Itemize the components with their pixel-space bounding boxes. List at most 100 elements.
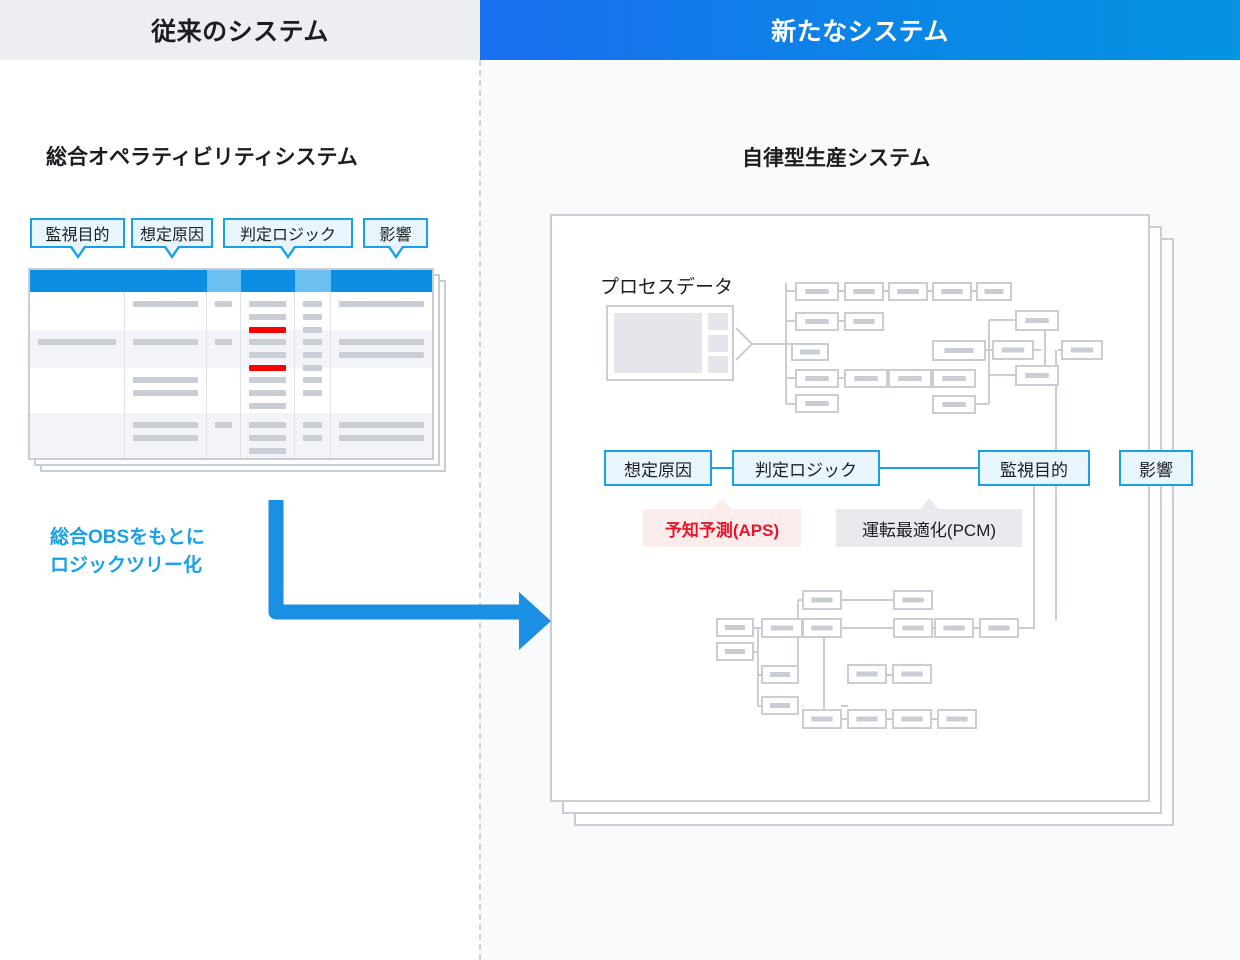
table-header-cell — [241, 270, 295, 292]
cell-placeholder-bar — [303, 301, 322, 307]
table-cell — [30, 330, 125, 368]
table-cell — [30, 413, 125, 458]
tag-label: 運転最適化(PCM) — [861, 520, 997, 540]
callout-pointer-icon — [163, 246, 181, 259]
cell-placeholder-bar — [339, 352, 424, 358]
cell-placeholder-bar — [38, 339, 116, 345]
table-cell — [207, 413, 241, 458]
process-data-block-1 — [708, 313, 728, 330]
table-cell — [295, 330, 331, 371]
right-page-front — [550, 214, 1150, 802]
cell-placeholder-bar — [249, 301, 286, 307]
callout-pointer-icon — [279, 246, 297, 259]
left-system-title: 総合オペラティビリティシステム — [46, 146, 358, 169]
table-cell — [30, 368, 125, 413]
cell-placeholder-bar — [339, 339, 424, 345]
header-legacy: 従来のシステム — [0, 0, 480, 60]
cell-placeholder-bar — [303, 377, 322, 383]
cell-placeholder-bar — [133, 390, 198, 396]
process-data-block-3 — [708, 356, 728, 373]
header-new: 新たなシステム — [480, 0, 1240, 60]
table-row — [30, 330, 432, 371]
left-background — [0, 0, 480, 960]
callout-1: 監視目的 — [30, 218, 125, 259]
cell-placeholder-bar — [215, 339, 232, 345]
cell-placeholder-bar — [249, 339, 286, 345]
right-box-3: 監視目的 — [978, 450, 1090, 486]
header-new-title: 新たなシステム — [771, 18, 949, 46]
table-cell — [295, 368, 331, 413]
process-data-main-block — [614, 313, 702, 373]
tag-pointer-icon — [920, 498, 938, 509]
table-cell — [30, 292, 125, 330]
cell-placeholder-bar — [215, 301, 232, 307]
table-header-cell — [331, 270, 432, 292]
cell-placeholder-bar — [133, 301, 198, 307]
table-row — [30, 368, 432, 413]
cell-placeholder-bar — [303, 339, 322, 345]
cell-placeholder-bar — [249, 352, 286, 358]
transform-annotation: 総合OBSをもとに ロジックツリー化 — [50, 524, 205, 579]
cell-placeholder-bar — [303, 327, 322, 333]
table-cell — [125, 292, 207, 330]
cell-placeholder-bar — [249, 422, 286, 428]
right-box-1: 想定原因 — [604, 450, 712, 486]
tag-1: 予知予測(APS) — [643, 498, 801, 547]
cell-highlight-bar — [249, 365, 286, 371]
callout-2: 想定原因 — [131, 218, 213, 259]
cell-placeholder-bar — [249, 435, 286, 441]
cell-placeholder-bar — [249, 390, 286, 396]
table-cell — [207, 292, 241, 330]
cell-highlight-bar — [249, 327, 286, 333]
callout-label: 判定ロジック — [239, 227, 336, 244]
cell-placeholder-bar — [303, 365, 322, 371]
table-cell — [331, 413, 432, 458]
table-cell — [125, 330, 207, 368]
transform-annotation-line1: 総合OBSをもとに — [50, 527, 205, 548]
table-cell — [125, 368, 207, 413]
callout-label: 監視目的 — [45, 227, 110, 244]
callout-pointer-icon — [68, 246, 87, 259]
cell-placeholder-bar — [303, 435, 322, 441]
right-box-2: 判定ロジック — [732, 450, 880, 486]
table-cell — [207, 330, 241, 368]
table-cell — [241, 368, 295, 413]
callout-label: 影響 — [379, 227, 412, 244]
cell-placeholder-bar — [133, 339, 198, 345]
table-cell — [207, 368, 241, 413]
transform-annotation-line2: ロジックツリー化 — [50, 554, 203, 576]
operability-table — [28, 268, 434, 460]
table-cell — [331, 368, 432, 413]
tag-label: 予知予測(APS) — [664, 520, 780, 540]
cell-placeholder-bar — [303, 390, 322, 396]
cell-placeholder-bar — [303, 314, 322, 320]
tag-2: 運転最適化(PCM) — [836, 498, 1022, 547]
table-cell — [295, 292, 331, 333]
table-cell — [331, 292, 432, 330]
cell-placeholder-bar — [249, 377, 286, 383]
cell-placeholder-bar — [215, 422, 232, 428]
callout-4: 影響 — [363, 218, 428, 259]
process-data-block-2 — [708, 335, 728, 352]
header-legacy-title: 従来のシステム — [151, 18, 329, 46]
center-divider — [479, 60, 481, 960]
callout-3: 判定ロジック — [223, 218, 353, 259]
cell-placeholder-bar — [249, 448, 286, 454]
table-header-cell — [125, 270, 207, 292]
cell-placeholder-bar — [339, 435, 424, 441]
callout-label: 想定原因 — [139, 227, 204, 244]
cell-placeholder-bar — [133, 435, 198, 441]
table-cell — [295, 413, 331, 458]
table-cell — [241, 330, 295, 371]
table-header-cell — [30, 270, 125, 292]
cell-placeholder-bar — [249, 403, 286, 409]
right-system-title: 自律型生産システム — [742, 147, 931, 170]
table-header-cell — [207, 270, 241, 292]
cell-placeholder-bar — [339, 422, 424, 428]
table-header-cell — [295, 270, 331, 292]
callout-pointer-icon — [386, 246, 405, 259]
table-header-row — [30, 270, 432, 292]
process-data-label: プロセスデータ — [600, 277, 734, 298]
cell-placeholder-bar — [249, 314, 286, 320]
